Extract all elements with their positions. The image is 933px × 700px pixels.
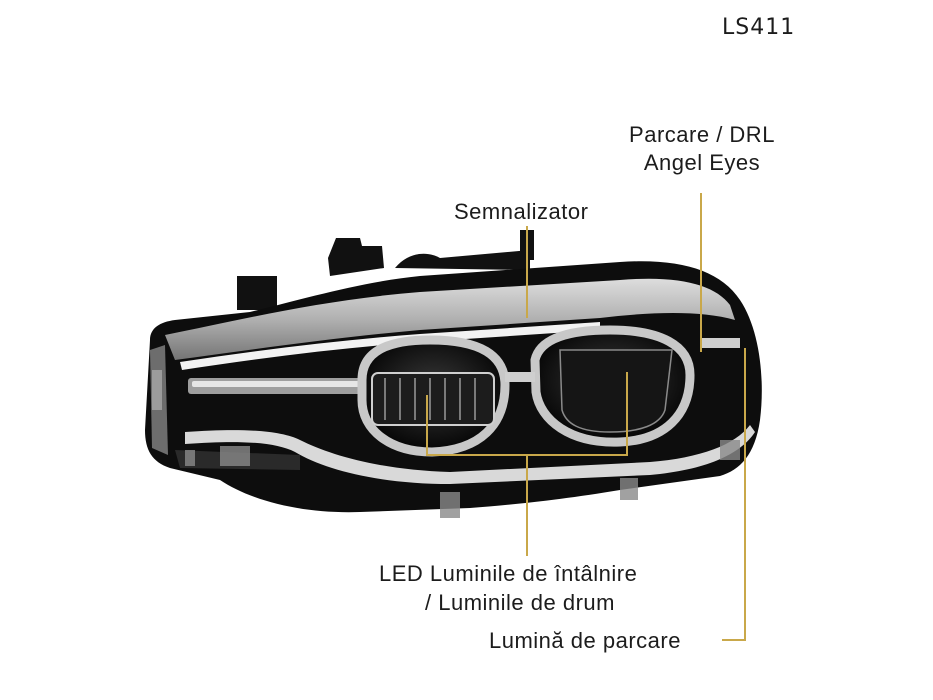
callout-led-beams: LED Luminile de întâlnire — [379, 561, 637, 587]
mount-brackets — [237, 230, 534, 310]
leader-lines — [426, 193, 746, 641]
callout-drl: Parcare / DRL Angel Eyes — [612, 122, 792, 176]
callout-led-beams-2: / Luminile de drum — [425, 590, 615, 616]
leader-parking — [722, 348, 746, 641]
callout-parking-light: Lumină de parcare — [489, 628, 681, 654]
callout-turn-signal: Semnalizator — [454, 199, 588, 225]
callout-parking-label: Lumină de parcare — [489, 628, 681, 653]
callout-drl-line-2: Angel Eyes — [643, 150, 761, 175]
callout-drl-line-1: Parcare / DRL — [629, 122, 775, 147]
callout-led-line-2: / Luminile de drum — [425, 590, 615, 615]
model-code: LS411 — [722, 15, 796, 40]
callout-turn-signal-label: Semnalizator — [454, 199, 589, 224]
callout-led-line-1: LED Luminile de întâlnire — [379, 561, 638, 586]
